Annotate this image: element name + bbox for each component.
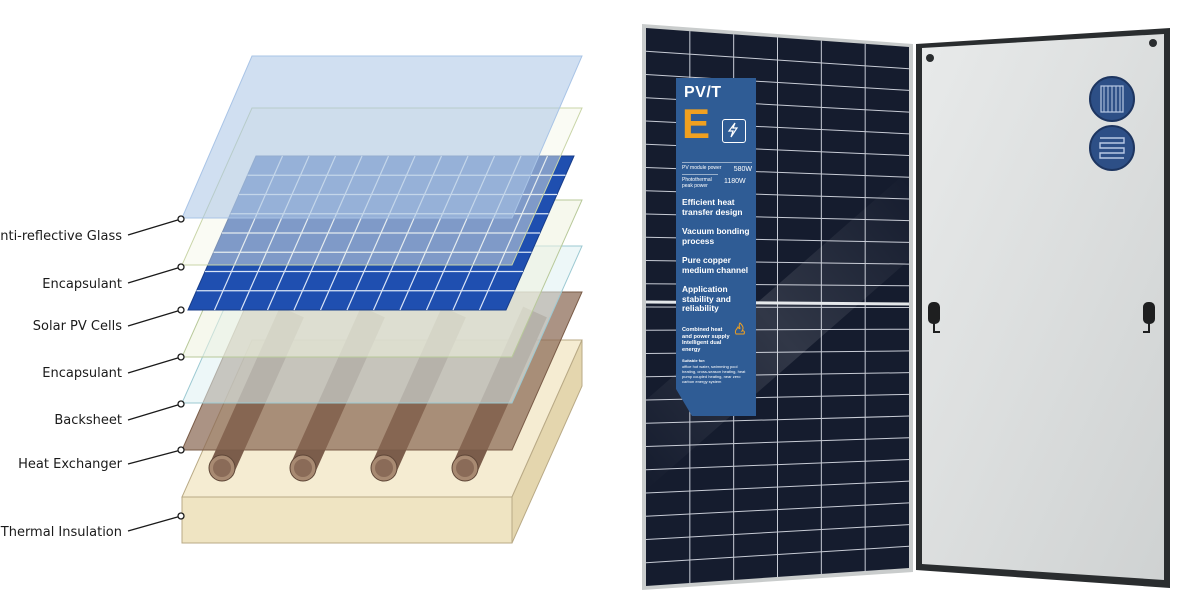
spec-value: 580W	[733, 166, 752, 173]
label-thermal-insulation: Thermal Insulation	[0, 525, 122, 540]
suitable-title: Suitable for:	[682, 358, 706, 363]
feature-1: Efficient heat transfer design	[682, 197, 743, 217]
spec-row-thermal-power: Photothermal peak power	[682, 174, 718, 189]
feature-4: Application stability and reliability	[682, 284, 731, 313]
anti-reflective-glass-layer	[181, 55, 583, 219]
label-leader-lines	[127, 215, 185, 532]
suitable-text: office hot water, swimming pool heating,…	[682, 364, 746, 384]
spec-name: PV module power	[682, 165, 722, 171]
lightning-bolt-icon	[722, 119, 746, 143]
spec-row-pv-power: PV module power 580W	[682, 162, 752, 173]
label-solar-pv-cells: Solar PV Cells	[32, 319, 122, 334]
spec-name: Photothermal peak power	[682, 177, 712, 189]
combined-text: Combined heat and power supply Intellige…	[682, 327, 730, 353]
spec-value: 1180W	[724, 178, 746, 185]
label-encapsulant-2: Encapsulant	[42, 366, 122, 381]
feature-2: Vacuum bonding process	[682, 226, 750, 246]
flame-icon	[732, 322, 748, 336]
label-title: PV/T	[684, 84, 722, 101]
label-heat-exchanger: Heat Exchanger	[18, 457, 122, 472]
label-anti-reflective-glass: Anti-reflective Glass	[0, 229, 122, 244]
feature-3: Pure copper medium channel	[682, 255, 749, 275]
label-backsheet: Backsheet	[54, 413, 122, 428]
model-letter: E	[682, 100, 711, 147]
layer-stack-diagram	[127, 55, 583, 544]
pvt-back-panel	[916, 28, 1170, 588]
pvt-product-label: PV/T E PV module power 580W Photothermal…	[676, 78, 756, 416]
label-encapsulant-1: Encapsulant	[42, 277, 122, 292]
